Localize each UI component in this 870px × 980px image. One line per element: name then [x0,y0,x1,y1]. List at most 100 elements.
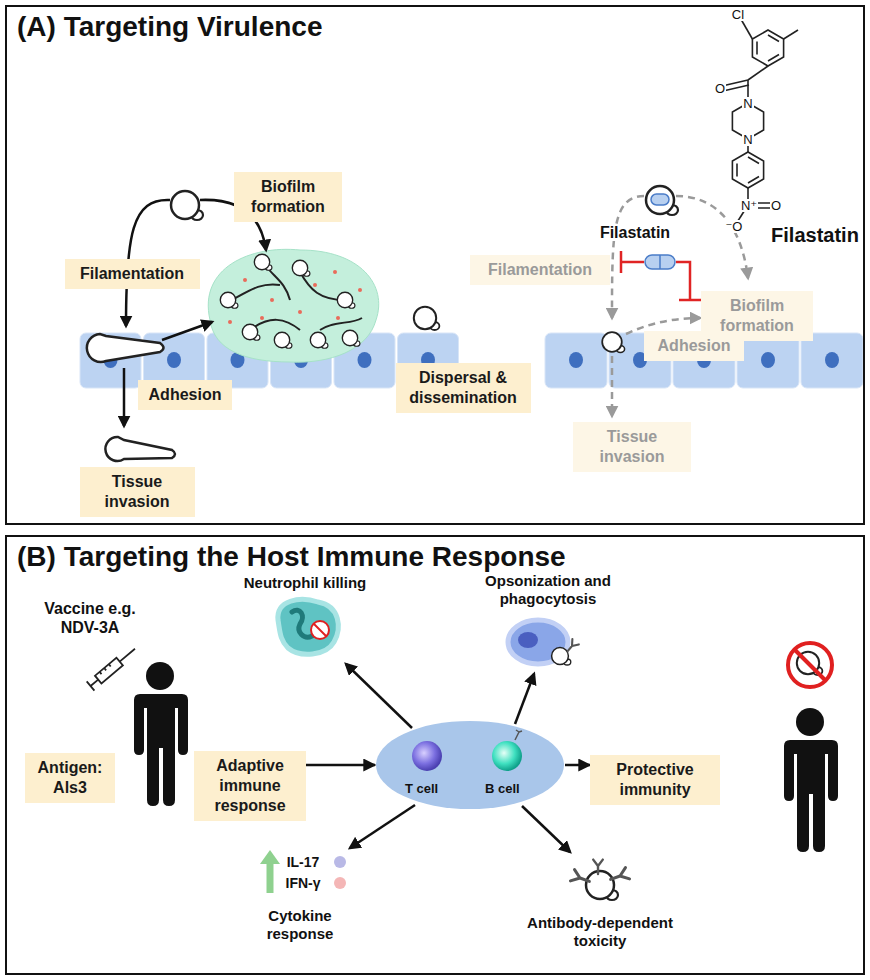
atom-label: O [770,199,782,212]
biofilm [313,283,317,287]
node-text: T cell [405,782,438,796]
biofilm [270,298,274,302]
candida-cell [105,437,175,461]
neutrophil [278,599,338,654]
node-text: Biofilm formation [240,177,336,217]
arrow [350,805,415,848]
candida-cell [414,307,440,330]
node-text: Filamentation [71,264,194,284]
no-candida-sign [788,643,832,687]
inhibited-label: Tissue invasion [573,422,691,472]
biofilm [220,292,238,308]
antibody-coated-cell [570,870,591,887]
atom-label: N⁺ [740,199,758,212]
candida-cell [651,194,669,205]
atom-label: O [714,82,726,95]
pill [645,255,675,269]
epithelium [569,352,583,368]
arrow [162,322,212,340]
neutrophil [292,610,312,637]
antigen-box: Antigen: Als3 [25,753,115,803]
connector-arrow [306,764,375,767]
t-cell [412,741,442,771]
inhibited-label: Filamentation [470,255,610,285]
antibody-coated-cell [609,868,630,885]
process-box: Adaptive immune response [194,751,306,821]
biofilm [260,316,264,320]
arrow [346,664,570,852]
b-cell [492,741,522,771]
process-label: Filamentation [65,259,200,289]
biofilm [274,332,292,348]
cytokine-label: IL-17 [287,854,320,871]
cytokine-marker [260,850,280,864]
connector-arrow [565,764,590,767]
arrow [123,368,126,426]
cytokine-marker [267,862,274,893]
syringe [87,644,139,690]
biofilm [333,270,337,274]
chemical-structure [784,30,798,39]
node-text: Adaptive immune response [200,756,300,816]
panel: (A) Targeting VirulenceFilamentationBiof… [5,5,865,525]
immune-cell-ellipse: T cell B cell [375,720,565,810]
epithelium [358,352,372,368]
biofilm [358,288,362,292]
inhibition-line [621,251,701,300]
pill [659,255,661,269]
dashed-arrow [612,196,644,318]
panel-title: (A) Targeting Virulence [17,11,322,43]
person [134,662,188,806]
mechanism-label: Neutrophil killing [244,574,367,592]
node-text: Biofilm formation [707,296,807,336]
candida-cell [646,186,678,215]
antibody-coated-cell [586,871,618,900]
pill [645,255,675,269]
node-text: Dispersal & dissemination [402,368,525,408]
dashed-arrow [611,356,614,416]
chemical-structure [722,14,798,224]
phagocyte [518,632,538,648]
atom-label: N [742,97,753,110]
inhibited-label: Adhesion [644,331,744,361]
node-text: Adhesion [650,336,738,356]
biofilm [336,316,340,320]
phagocyte [508,620,579,665]
cytokine-label: IFN-γ [286,875,321,892]
epithelium [545,333,607,388]
compound-name: Filastatin [770,225,860,245]
neutrophil [278,599,338,654]
biofilm [228,270,362,324]
person [784,708,838,852]
process-label: Tissue invasion [80,467,195,517]
atom-label: ⁻O [725,220,744,233]
node-text: Filamentation [476,260,604,280]
atom-label: N [742,133,753,146]
candida-cell [602,332,624,352]
node-text: Adhesion [144,385,226,405]
biofilm [310,332,328,348]
node-text: B cell [485,782,520,796]
person [134,662,838,852]
cytokine-marker [334,856,346,868]
biofilm [254,254,272,270]
biofilm [208,249,378,362]
epithelium [167,352,181,368]
epithelium [737,333,799,388]
mechanism-label: Opsonization and phagocytosis [473,572,623,608]
atom-label: Cl [731,8,745,21]
process-label: Dispersal & dissemination [396,363,531,413]
process-label: Adhesion [138,380,232,410]
node-text: Antigen: Als3 [31,758,109,798]
chemical-structure [757,35,779,61]
biofilm [243,278,247,282]
epithelium [801,333,863,388]
epithelium [761,352,775,368]
arrow [346,664,412,728]
candida-cell [87,191,440,461]
antibody-coated-cell [570,860,629,900]
node-text: Tissue invasion [86,472,189,512]
inhibition-line [676,262,701,300]
biofilm [208,249,378,362]
